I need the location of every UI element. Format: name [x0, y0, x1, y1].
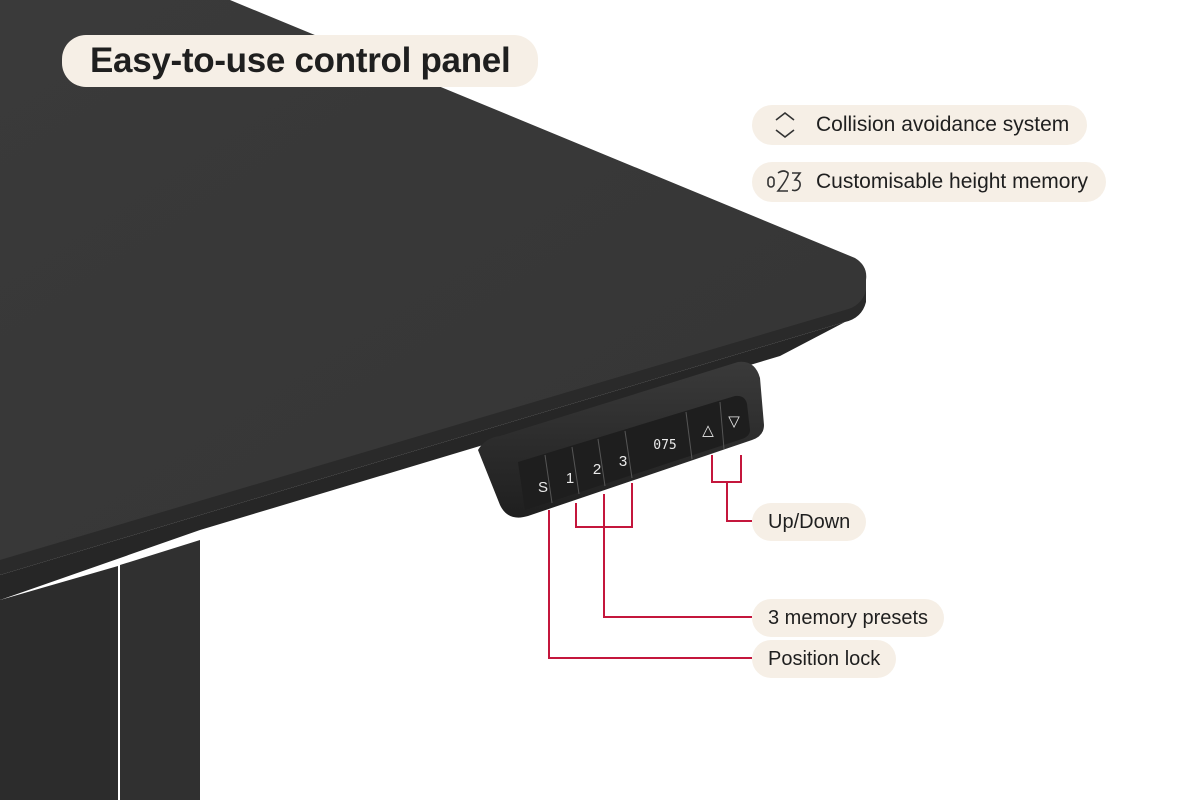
- leader-updown: [711, 455, 752, 522]
- panel-button-lock[interactable]: S: [538, 479, 548, 496]
- feature-height-memory: Customisable height memory: [752, 162, 1106, 202]
- desk-edge: [0, 290, 866, 575]
- desk-underside: [0, 322, 845, 600]
- leader-lock: [548, 510, 752, 659]
- desk-top: [0, 0, 867, 570]
- callout-memory-presets: 3 memory presets: [752, 599, 945, 637]
- panel-down-button[interactable]: ▽: [728, 412, 740, 430]
- callout-up-down: Up/Down: [752, 503, 867, 541]
- panel-button-2[interactable]: 2: [593, 461, 601, 478]
- page-title: Easy-to-use control panel: [62, 35, 539, 87]
- leader-lines: [548, 455, 752, 659]
- feature-label: Collision avoidance system: [816, 113, 1070, 136]
- panel-button-3[interactable]: 3: [619, 453, 627, 470]
- panel-button-1[interactable]: 1: [566, 470, 574, 487]
- desk-leg-side: [0, 566, 118, 800]
- callout-position-lock: Position lock: [752, 640, 897, 678]
- desk-leg-front: [120, 540, 200, 800]
- control-panel-face: [518, 395, 750, 510]
- feature-collision-avoidance: Collision avoidance system: [752, 105, 1088, 145]
- collision-updown-icon: [766, 110, 804, 140]
- panel-height-display: 075: [653, 438, 676, 453]
- feature-label: Customisable height memory: [816, 170, 1088, 193]
- panel-up-button[interactable]: △: [702, 421, 714, 439]
- height-memory-icon: [766, 167, 804, 197]
- leader-presets: [575, 483, 752, 618]
